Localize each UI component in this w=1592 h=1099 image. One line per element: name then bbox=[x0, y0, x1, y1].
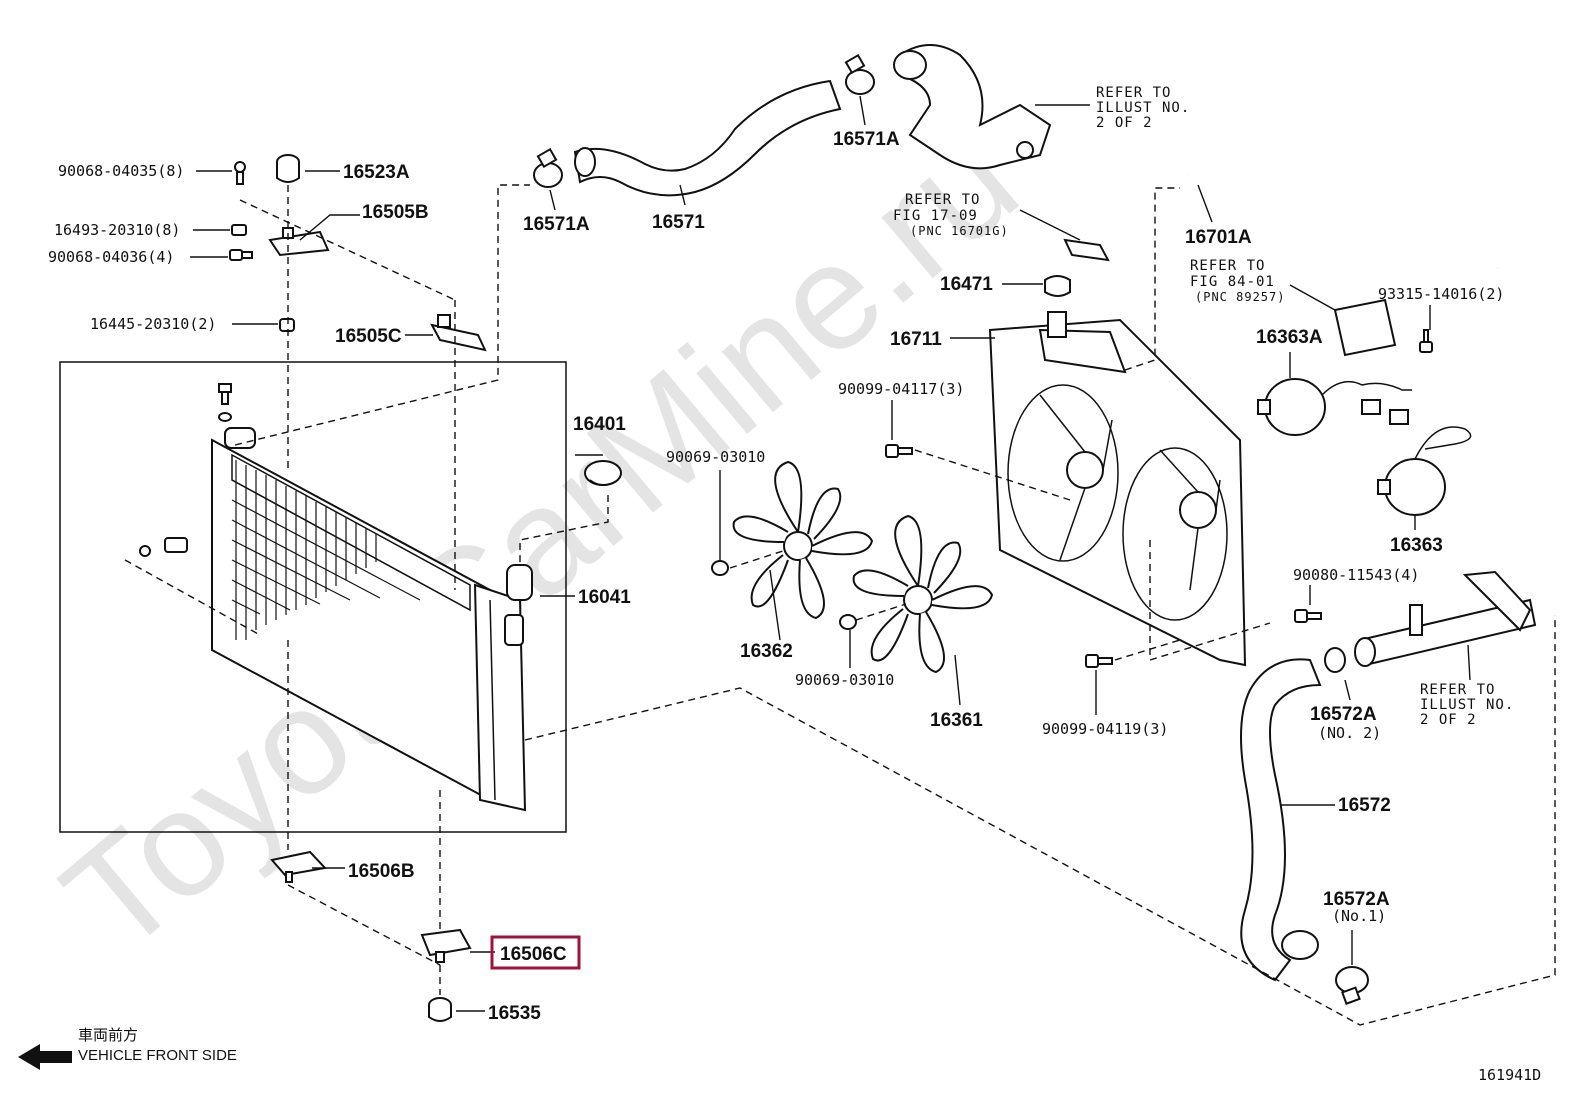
label-16572A-no1: 16572A bbox=[1323, 889, 1390, 910]
fan-16361 bbox=[852, 514, 994, 674]
bracket-16505C bbox=[430, 314, 487, 352]
label-16363A: 16363A bbox=[1256, 327, 1323, 348]
cushion-16535 bbox=[428, 997, 452, 1022]
overflow-hose-16701A bbox=[1187, 171, 1500, 269]
radiator-group-box bbox=[59, 361, 567, 833]
clamp-16571A-right bbox=[844, 53, 875, 95]
label-90099-04119: 90099-04119(3) bbox=[1042, 720, 1168, 738]
cushion-16523A bbox=[276, 154, 300, 183]
clip-16445 bbox=[279, 318, 295, 332]
svg-text:ILLUST NO.: ILLUST NO. bbox=[1096, 100, 1190, 116]
diagram-id: 161941D bbox=[1478, 1066, 1541, 1084]
label-16571A-right: 16571A bbox=[833, 129, 900, 150]
label-16571A-left: 16571A bbox=[523, 214, 590, 235]
label-16572: 16572 bbox=[1338, 795, 1391, 816]
relay-bracket bbox=[1289, 284, 1397, 357]
label-16401: 16401 bbox=[573, 414, 626, 435]
note-refer-fig-84-01: REFER TO FIG 84-01 (PNC 89257) bbox=[1190, 258, 1285, 304]
label-16362: 16362 bbox=[740, 641, 793, 662]
label-16445-20310: 16445-20310(2) bbox=[90, 315, 216, 333]
label-16572A-no2: 16572A bbox=[1310, 704, 1377, 725]
fan-shroud-16711 bbox=[988, 311, 1247, 667]
motor-16363A bbox=[1257, 378, 1412, 436]
svg-text:REFER TO: REFER TO bbox=[1190, 258, 1265, 274]
label-16363: 16363 bbox=[1390, 535, 1443, 556]
svg-text:FIG 17-09: FIG 17-09 bbox=[893, 208, 978, 224]
radiator-cap bbox=[584, 460, 622, 486]
clip-16493 bbox=[231, 224, 247, 236]
svg-text:2 OF 2: 2 OF 2 bbox=[1420, 712, 1477, 728]
label-16711: 16711 bbox=[890, 329, 942, 350]
bracket-16505B bbox=[268, 227, 330, 257]
label-16041: 16041 bbox=[578, 587, 631, 608]
label-90068-04036: 90068-04036(4) bbox=[48, 248, 174, 266]
label-90099-04117: 90099-04117(3) bbox=[838, 380, 964, 398]
label-90069-03010-top: 90069-03010 bbox=[666, 448, 765, 466]
label-16506C: 16506C bbox=[500, 944, 567, 965]
svg-text:2 OF 2: 2 OF 2 bbox=[1096, 115, 1153, 131]
radiator-core bbox=[211, 427, 533, 812]
note-refer-fig-17-09: REFER TO FIG 17-09 (PNC 16701G) bbox=[893, 192, 1009, 238]
svg-text:REFER TO: REFER TO bbox=[905, 192, 980, 208]
label-90068-04035: 90068-04035(8) bbox=[58, 162, 184, 180]
clamp-16571A-left bbox=[533, 147, 563, 188]
nut-90069-03010-bottom bbox=[839, 614, 857, 630]
svg-text:ILLUST NO.: ILLUST NO. bbox=[1420, 697, 1514, 713]
water-outlet bbox=[893, 44, 1052, 170]
highlight-box-16506C bbox=[490, 935, 581, 970]
drain-cock bbox=[124, 537, 261, 636]
label-16701A: 16701A bbox=[1185, 227, 1252, 248]
lower-hose-16572 bbox=[1240, 658, 1322, 982]
label-16506B: 16506B bbox=[348, 861, 415, 882]
vehicle-front-arrow-icon bbox=[18, 1044, 72, 1070]
nut-90069-03010-top bbox=[711, 560, 729, 576]
label-16535: 16535 bbox=[488, 1003, 541, 1024]
upper-hose-16571 bbox=[573, 79, 842, 197]
svg-text:REFER TO: REFER TO bbox=[1096, 85, 1171, 101]
label-16471: 16471 bbox=[940, 274, 993, 295]
svg-text:(PNC 16701G): (PNC 16701G) bbox=[910, 224, 1009, 238]
svg-text:FIG 84-01: FIG 84-01 bbox=[1190, 274, 1275, 290]
front-label-en: VEHICLE FRONT SIDE bbox=[78, 1047, 237, 1064]
svg-text:(PNC 89257): (PNC 89257) bbox=[1195, 290, 1285, 304]
clamp-16572A-no1 bbox=[1335, 966, 1369, 1005]
svg-text:REFER TO: REFER TO bbox=[1420, 682, 1495, 698]
motor-16363 bbox=[1377, 409, 1472, 516]
label-16361: 16361 bbox=[930, 710, 983, 731]
label-90069-03010-bottom: 90069-03010 bbox=[795, 671, 894, 689]
fan-16362 bbox=[732, 460, 874, 620]
label-16572A-no2-sub: (NO. 2) bbox=[1318, 724, 1381, 742]
front-label-jp: 車両前方 bbox=[78, 1027, 138, 1044]
note-refer-illust-top: REFER TO ILLUST NO. 2 OF 2 bbox=[1096, 85, 1190, 131]
label-93315-14016: 93315-14016(2) bbox=[1378, 285, 1504, 303]
drain-plug-top bbox=[218, 383, 232, 422]
water-pipe bbox=[1354, 570, 1537, 667]
clamp-16572A-no2 bbox=[1324, 647, 1346, 673]
bolt-90068-04036 bbox=[229, 249, 253, 261]
label-16523A: 16523A bbox=[343, 162, 410, 183]
screw-93315-14016 bbox=[1419, 329, 1433, 353]
note-refer-illust-bottom: REFER TO ILLUST NO. 2 OF 2 bbox=[1420, 682, 1514, 728]
bolt-90099-04119 bbox=[1085, 654, 1113, 668]
cap-16471 bbox=[1044, 275, 1071, 297]
bolt-90099-04117 bbox=[885, 444, 913, 458]
bolt-90080-11543 bbox=[1294, 609, 1322, 623]
label-16505B: 16505B bbox=[362, 202, 429, 223]
label-16493-20310: 16493-20310(8) bbox=[54, 221, 180, 239]
label-90080-11543: 90080-11543(4) bbox=[1293, 566, 1419, 584]
bracket-16506C bbox=[420, 928, 472, 963]
label-16572A-no1-sub: (No.1) bbox=[1332, 907, 1386, 925]
label-16505C: 16505C bbox=[335, 326, 402, 347]
label-16571: 16571 bbox=[652, 212, 705, 233]
bolt-90068-04035 bbox=[234, 161, 246, 185]
